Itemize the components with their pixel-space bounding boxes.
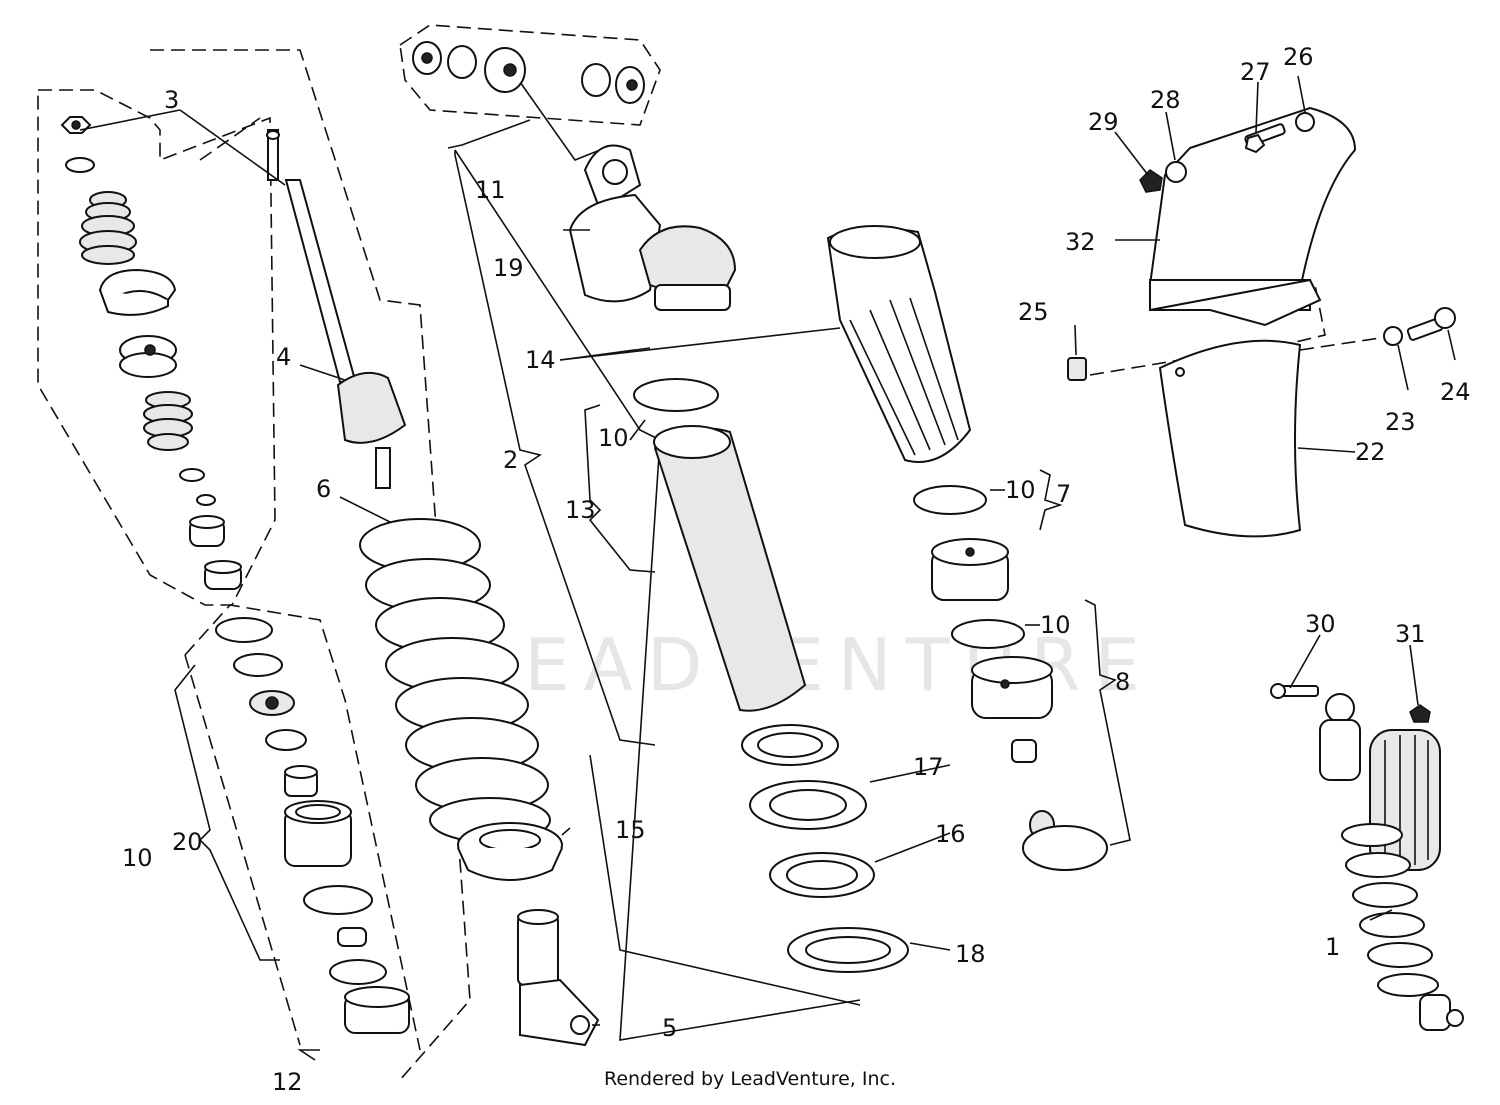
callout-3: 3: [164, 86, 179, 114]
callout-30: 30: [1305, 610, 1336, 638]
hardware-fasteners: [1067, 112, 1456, 723]
callout-2: 2: [503, 446, 518, 474]
part-32-bracket: [1148, 106, 1357, 327]
part-20-assembly: [215, 617, 410, 1034]
callout-12: 12: [272, 1068, 303, 1096]
callout-labels: 3 4 6 11 19 14 10 2 13 10 7 10 8 17 16 1…: [122, 43, 1471, 1096]
callout-14: 14: [525, 346, 556, 374]
callout-10-a: 10: [598, 424, 629, 452]
part-3-assembly: [60, 116, 242, 590]
part-5-clevis: [517, 909, 600, 1047]
callout-11: 11: [475, 176, 506, 204]
callout-26: 26: [1283, 43, 1314, 71]
callout-7: 7: [1056, 480, 1071, 508]
callout-17: 17: [913, 753, 944, 781]
callout-6: 6: [316, 475, 331, 503]
parts-7-8-stack: [913, 485, 1108, 871]
part-15-seat: [457, 822, 563, 881]
callout-24: 24: [1440, 378, 1471, 406]
leader-lines: [79, 75, 1456, 1026]
part-13-body: [633, 378, 807, 712]
footer-credit: Rendered by LeadVenture, Inc.: [603, 1068, 897, 1090]
part-22-flap: [1158, 339, 1302, 538]
callout-10-b: 10: [1005, 476, 1036, 504]
part-11-bushings: [412, 41, 645, 104]
parts-lockrings: [741, 724, 909, 973]
group-outlines: [37, 24, 1381, 1081]
callout-1: 1: [1325, 933, 1340, 961]
callout-4: 4: [276, 343, 291, 371]
part-1-assembled-shock: [1319, 693, 1464, 1031]
callout-10-c: 10: [1040, 611, 1071, 639]
part-6-spring: [359, 518, 551, 843]
part-4-rod: [266, 129, 407, 489]
callout-20: 20: [172, 828, 203, 856]
callout-25: 25: [1018, 298, 1049, 326]
callout-16: 16: [935, 820, 966, 848]
callout-22: 22: [1355, 438, 1386, 466]
callout-13: 13: [565, 496, 596, 524]
callout-19: 19: [493, 254, 524, 282]
callout-10-d: 10: [122, 844, 153, 872]
callout-18: 18: [955, 940, 986, 968]
callout-29: 29: [1088, 108, 1119, 136]
part-19-head: [568, 144, 737, 311]
callout-27: 27: [1240, 58, 1271, 86]
callout-8: 8: [1115, 668, 1130, 696]
part-14-reservoir: [826, 225, 972, 463]
callout-5: 5: [662, 1014, 677, 1042]
callout-28: 28: [1150, 86, 1181, 114]
callout-32: 32: [1065, 228, 1096, 256]
callout-23: 23: [1385, 408, 1416, 436]
callout-15: 15: [615, 816, 646, 844]
callout-31: 31: [1395, 620, 1426, 648]
